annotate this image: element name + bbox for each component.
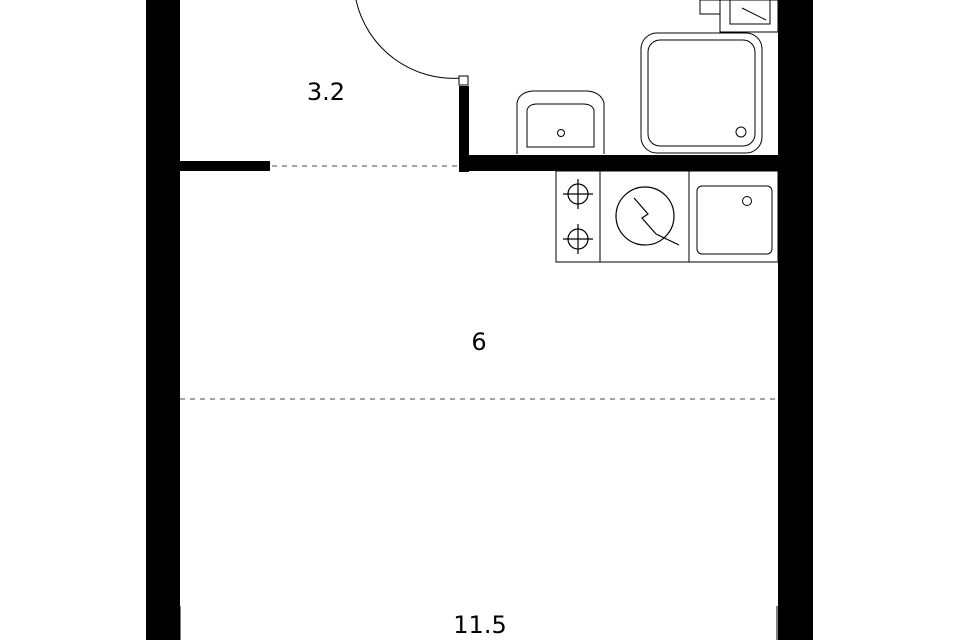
- kitchen-counter: [555, 170, 779, 263]
- right-outer-wall: [778, 0, 813, 640]
- bathroom-wall-vertical: [459, 86, 469, 172]
- shower-tray-icon: [640, 32, 763, 154]
- zone-dividers: [180, 165, 778, 400]
- bathroom-wall-horizontal: [459, 155, 778, 171]
- bottom-wall-edge: [179, 606, 778, 640]
- door-swing-icon: [355, 0, 469, 86]
- kitchen-sink-unit: [688, 170, 779, 263]
- left-outer-wall: [146, 0, 180, 640]
- kitchen-area-label: 6: [471, 328, 486, 356]
- living-area-label: 11.5: [453, 611, 506, 639]
- hall-partition-stub: [180, 161, 270, 171]
- walls: [146, 0, 813, 640]
- hob-icon: [563, 179, 593, 254]
- toilet-icon: [699, 0, 779, 33]
- oven-icon: [615, 186, 680, 246]
- hall-area-label: 3.2: [307, 78, 345, 106]
- sink-icon: [516, 90, 605, 154]
- kitchen-sink-icon: [696, 185, 773, 255]
